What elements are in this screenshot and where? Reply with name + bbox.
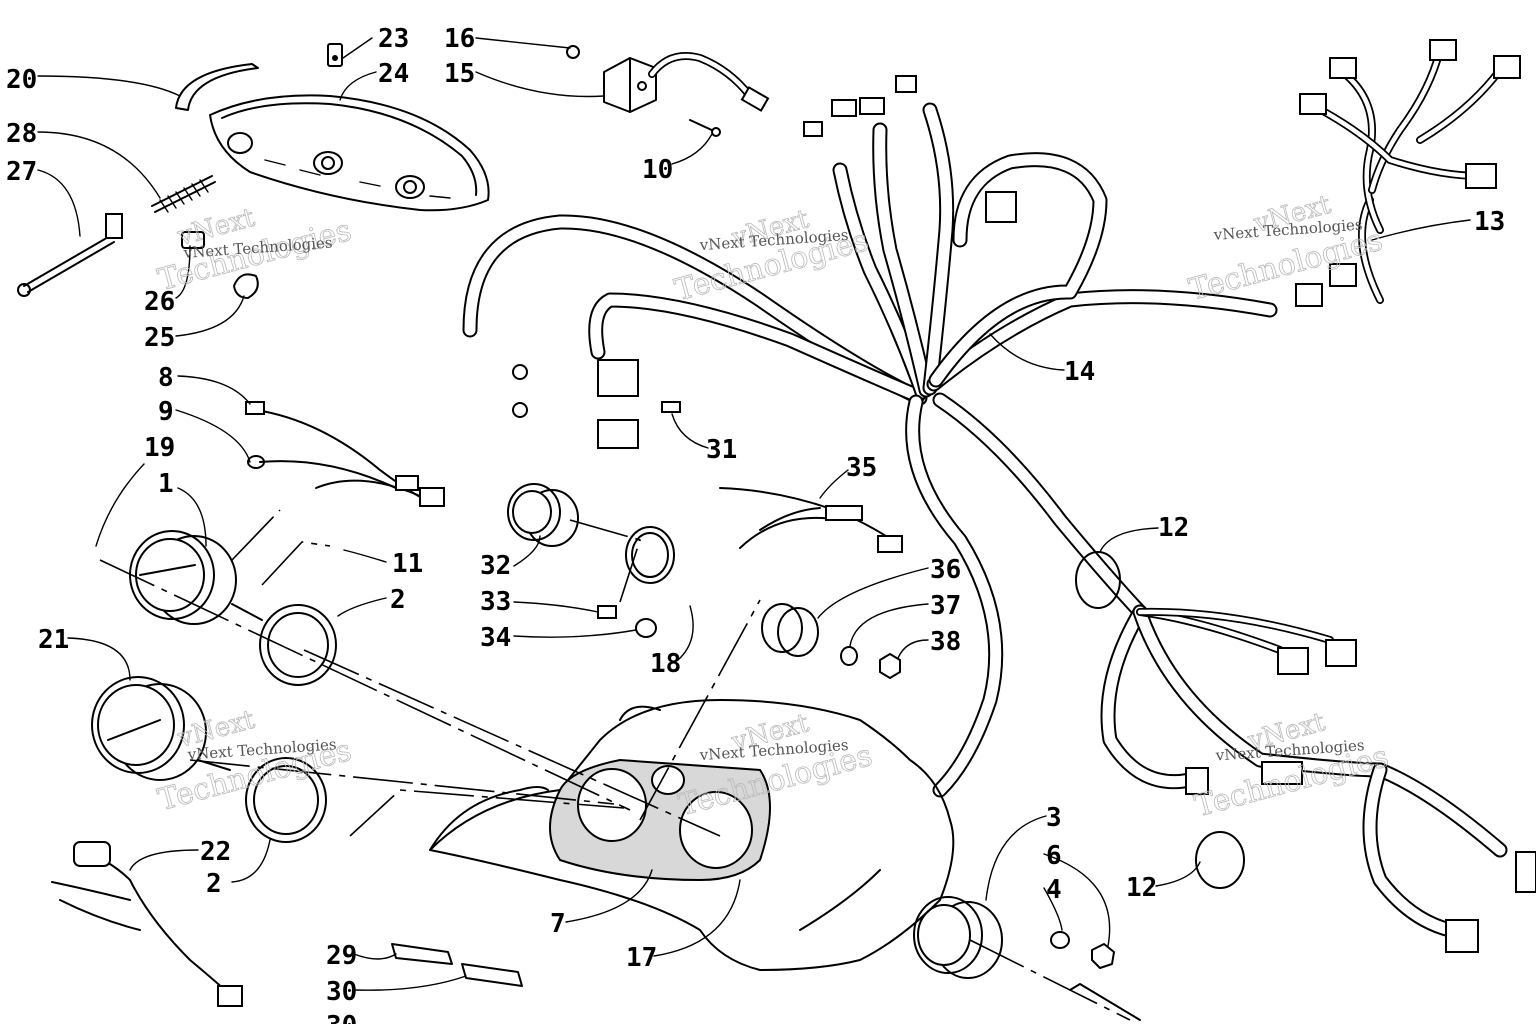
harness-connectors	[512, 75, 1536, 953]
callout-27: 27	[6, 157, 37, 187]
callout-7: 7	[550, 909, 566, 939]
callout-30: 30	[326, 977, 357, 1007]
nut-part-16	[566, 45, 580, 59]
clamp-rings-part-12	[1075, 551, 1245, 889]
callout-33: 33	[480, 587, 511, 617]
headlight-assembly	[209, 94, 490, 212]
connector-block-part-15	[603, 57, 657, 113]
callout-29: 29	[326, 941, 357, 971]
alignment-lines	[99, 509, 1131, 1021]
decals-parts-29-30	[391, 943, 523, 987]
callout-12-lower: 12	[1126, 873, 1157, 903]
main-wiring-harness-part-14	[462, 102, 1508, 938]
bezel-ring-part-2-bottom	[245, 757, 327, 843]
callout-8: 8	[158, 363, 174, 393]
bezel-ring-part-2-top	[259, 604, 337, 686]
sub-harness-part-35	[719, 487, 903, 553]
callout-4: 4	[1046, 875, 1062, 905]
spring-part-28	[151, 175, 216, 213]
callout-16: 16	[444, 24, 475, 54]
callout-38: 38	[930, 627, 961, 657]
callout-2-upper: 2	[390, 585, 406, 615]
callout-21: 21	[38, 625, 69, 655]
indicator-lamp-part-32	[507, 483, 579, 547]
lens-strip-part-20	[175, 63, 259, 111]
callout-1: 1	[158, 469, 174, 499]
callout-22: 22	[200, 837, 231, 867]
switch-part-36	[761, 603, 819, 657]
callout-19: 19	[144, 433, 175, 463]
callout-2-lower: 2	[206, 869, 222, 899]
leader-lines	[37, 37, 1471, 991]
ring-part-18	[625, 526, 675, 584]
lamp-parts-33-34	[597, 605, 657, 638]
watermarks: vNext Technologies vNext Technologies vN…	[154, 189, 1392, 824]
callout-28: 28	[6, 119, 37, 149]
callout-20: 20	[6, 65, 37, 95]
callout-26: 26	[144, 287, 175, 317]
callout-17: 17	[626, 943, 657, 973]
clip-part-25	[233, 273, 259, 299]
callout-31: 31	[706, 435, 737, 465]
ignition-switch-part-3	[913, 896, 1141, 1021]
gauge-part-21	[91, 676, 231, 781]
sub-harness-part-8-9	[245, 401, 445, 507]
callout-25: 25	[144, 323, 175, 353]
bracket-part-23	[327, 43, 343, 67]
callout-9: 9	[158, 397, 174, 427]
callout-11: 11	[392, 549, 423, 579]
callout-34: 34	[480, 623, 511, 653]
callout-35: 35	[846, 453, 877, 483]
callout-15: 15	[444, 59, 475, 89]
washer-nut-parts-37-38	[840, 646, 901, 679]
callout-30-cut: 30	[326, 1011, 357, 1024]
callout-14: 14	[1064, 357, 1095, 387]
callout-24: 24	[378, 59, 409, 89]
screw-part-10	[689, 119, 721, 137]
bulb-socket-part-22	[51, 841, 243, 1007]
callout-10: 10	[642, 155, 673, 185]
callout-18: 18	[650, 649, 681, 679]
upper-wire-pigtail	[648, 52, 770, 112]
socket-part-26	[181, 231, 205, 249]
callout-12-upper: 12	[1158, 513, 1189, 543]
callout-36: 36	[930, 555, 961, 585]
callout-23: 23	[378, 24, 409, 54]
callout-37: 37	[930, 591, 961, 621]
bulb-holder-part-27	[17, 213, 123, 297]
callout-3: 3	[1046, 803, 1062, 833]
callout-numbers: 23 16 15 20 24 28 27 10 13 26 25 14 8 9 …	[6, 24, 1505, 1024]
gauge-part-1	[129, 530, 263, 625]
callout-32: 32	[480, 551, 511, 581]
wiring-harness-part-13	[1299, 39, 1521, 234]
callout-6: 6	[1046, 841, 1062, 871]
dash-panel-part-17	[429, 699, 955, 971]
callout-13: 13	[1474, 207, 1505, 237]
